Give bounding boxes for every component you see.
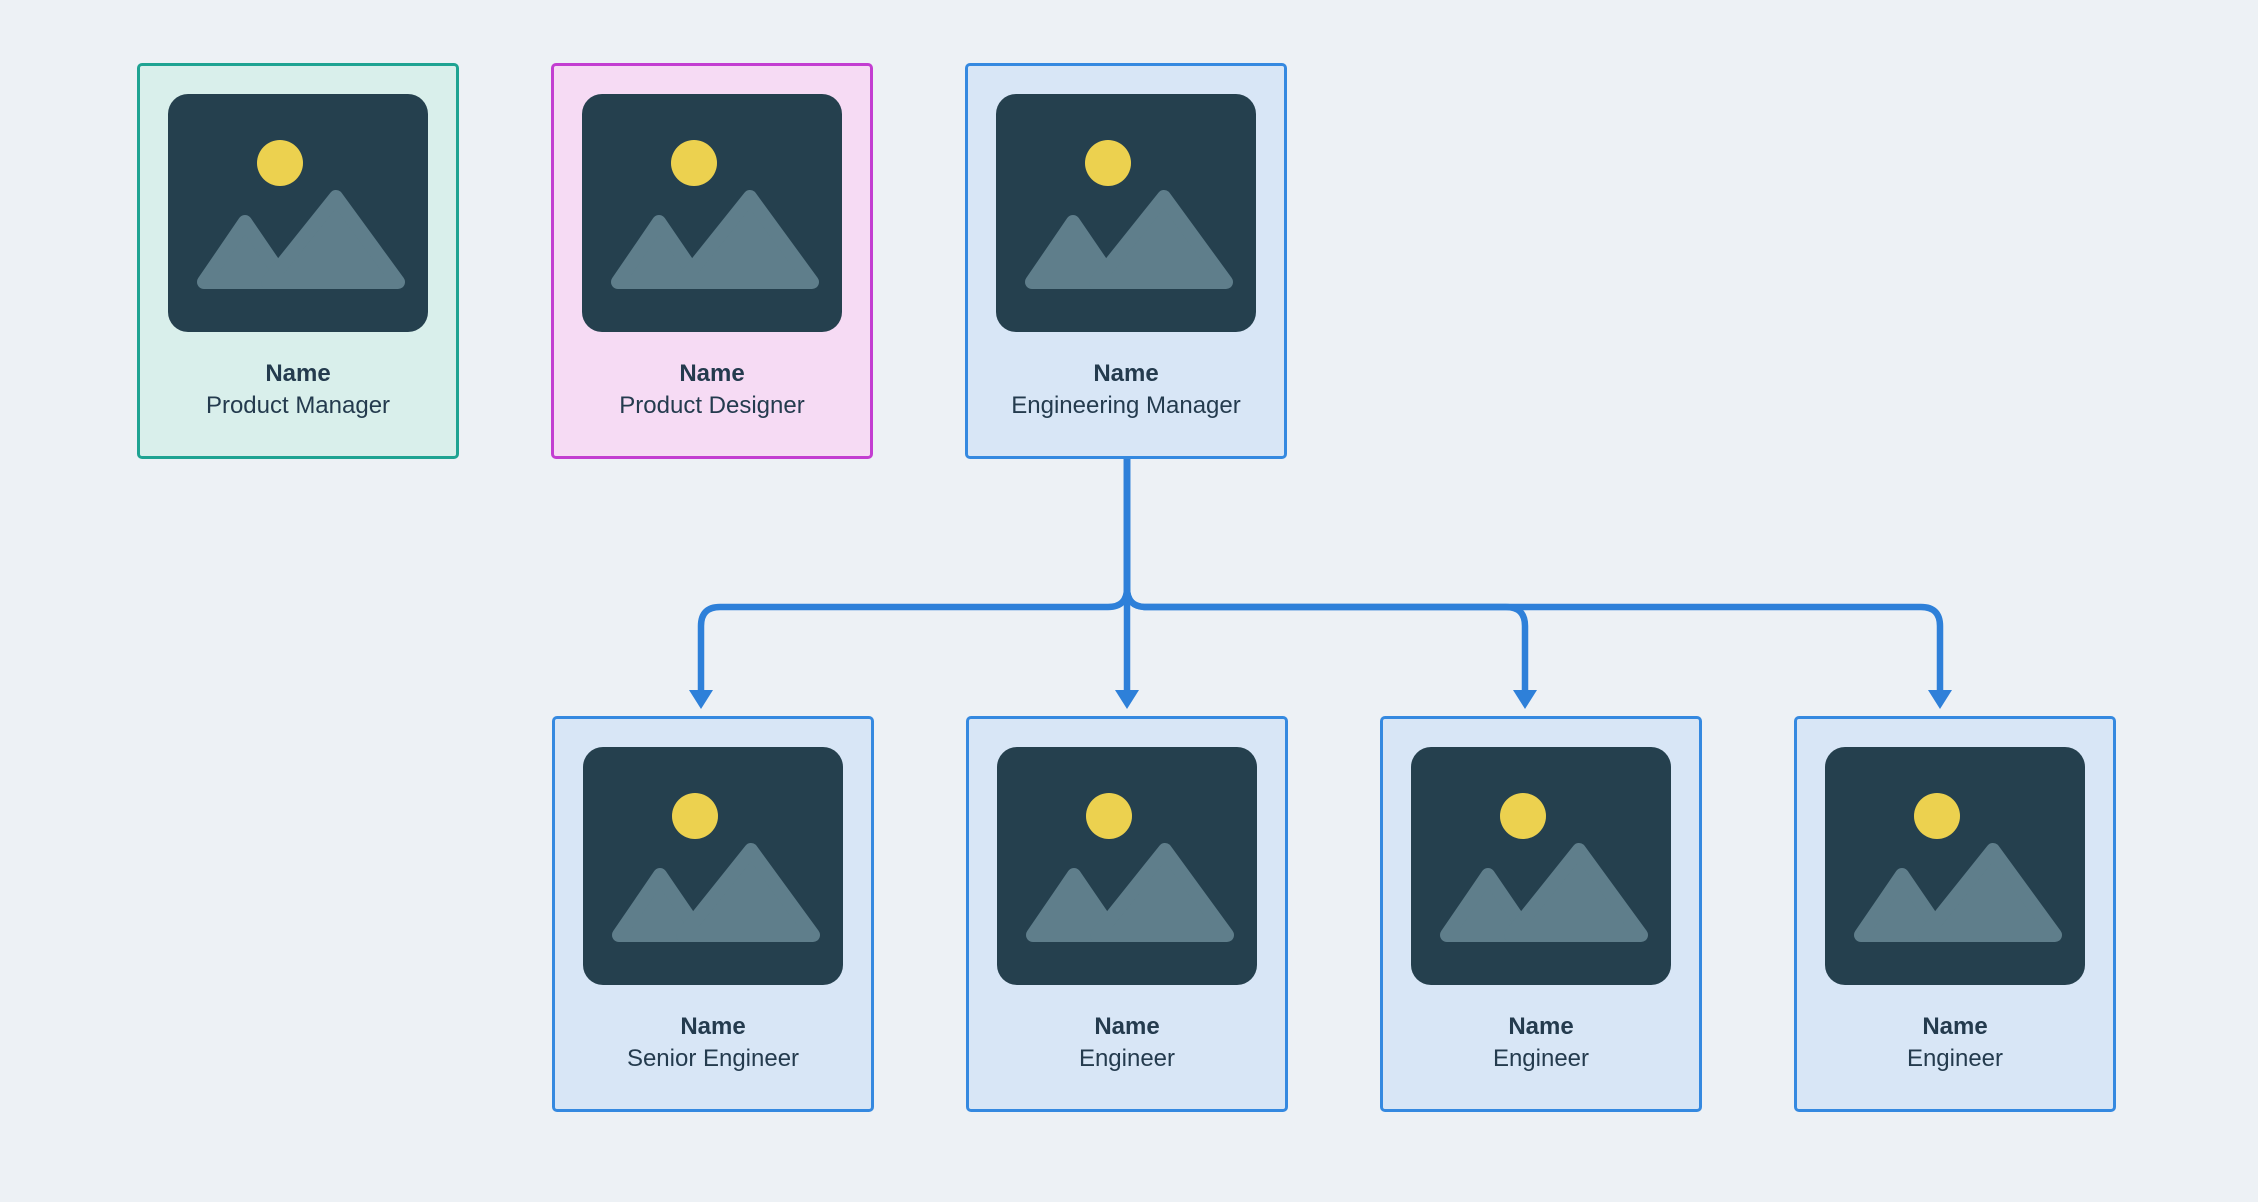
mountains-icon xyxy=(1025,215,1121,289)
card-name-label: Name xyxy=(1508,1013,1574,1040)
card-role-label: Engineer xyxy=(1906,1045,2004,1072)
card-role-label: Engineering Manager xyxy=(1011,392,1241,419)
card-role-label: Product Manager xyxy=(205,392,391,419)
card-senior-engineer[interactable]: Name Senior Engineer xyxy=(552,716,874,1112)
connector-em-to-engineer-3[interactable] xyxy=(1123,455,1944,696)
arrow-down-icon xyxy=(689,690,713,709)
mountains-icon xyxy=(612,868,708,942)
mountains-icon xyxy=(1854,868,1950,942)
mountains-icon xyxy=(675,190,819,289)
mountains-icon xyxy=(1504,843,1648,942)
card-role-label: Product Designer xyxy=(619,392,805,419)
card-name-label: Name xyxy=(679,360,745,387)
card-engineer-3[interactable]: Name Engineer xyxy=(1794,716,2116,1112)
card-name-label: Name xyxy=(265,360,331,387)
mountains-icon xyxy=(1918,843,2062,942)
image-placeholder-icon xyxy=(1411,747,1671,985)
image-placeholder-icon xyxy=(1825,747,2085,985)
mountains-icon xyxy=(1440,868,1536,942)
card-engineer-2[interactable]: Name Engineer xyxy=(1380,716,1702,1112)
card-role-label: Engineer xyxy=(1492,1045,1590,1072)
card-name-label: Name xyxy=(1922,1013,1988,1040)
arrow-down-icon xyxy=(1115,690,1139,709)
mountains-icon xyxy=(261,190,405,289)
image-placeholder-icon xyxy=(582,94,842,332)
connector-em-to-senior-engineer[interactable] xyxy=(697,455,1131,696)
image-placeholder-icon xyxy=(996,94,1256,332)
card-role-label: Engineer xyxy=(1078,1045,1176,1072)
mountains-icon xyxy=(1089,190,1233,289)
arrow-down-icon xyxy=(1928,690,1952,709)
card-role-label: Senior Engineer xyxy=(626,1045,800,1072)
card-name-label: Name xyxy=(1094,1013,1160,1040)
card-name-label: Name xyxy=(680,1013,746,1040)
mountains-icon xyxy=(197,215,293,289)
sun-icon xyxy=(1500,793,1546,839)
sun-icon xyxy=(672,793,718,839)
sun-icon xyxy=(257,140,303,186)
image-placeholder-icon xyxy=(997,747,1257,985)
sun-icon xyxy=(1086,793,1132,839)
card-engineering-manager[interactable]: Name Engineering Manager xyxy=(965,63,1287,459)
connector-em-to-engineer-2[interactable] xyxy=(1123,455,1529,696)
card-engineer-1[interactable]: Name Engineer xyxy=(966,716,1288,1112)
connector-strokes xyxy=(697,455,1944,696)
sun-icon xyxy=(671,140,717,186)
image-placeholder-icon xyxy=(168,94,428,332)
mountains-icon xyxy=(1026,868,1122,942)
mountains-icon xyxy=(676,843,820,942)
sun-icon xyxy=(1914,793,1960,839)
mountains-icon xyxy=(1090,843,1234,942)
image-placeholder-icon xyxy=(583,747,843,985)
mountains-icon xyxy=(611,215,707,289)
card-product-manager[interactable]: Name Product Manager xyxy=(137,63,459,459)
card-name-label: Name xyxy=(1093,360,1159,387)
sun-icon xyxy=(1085,140,1131,186)
arrow-down-icon xyxy=(1513,690,1537,709)
card-product-designer[interactable]: Name Product Designer xyxy=(551,63,873,459)
connector-arrowheads xyxy=(689,690,1952,709)
